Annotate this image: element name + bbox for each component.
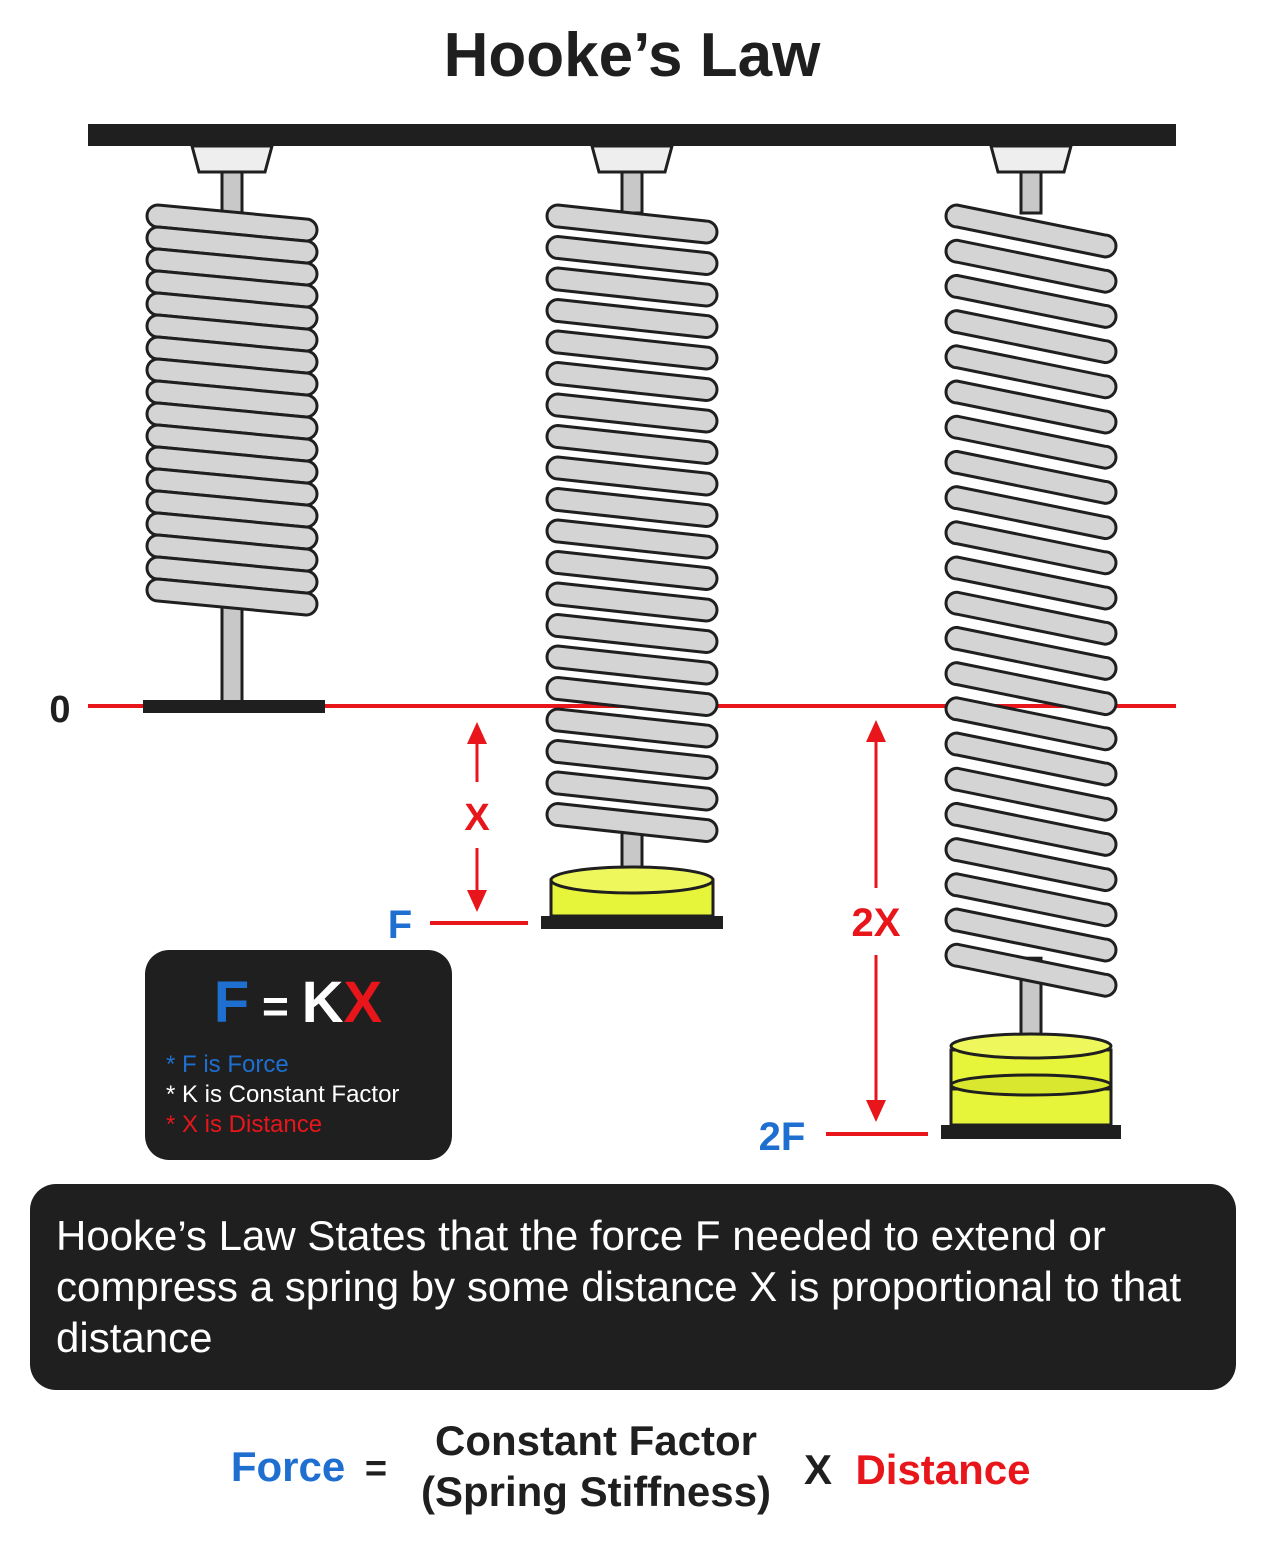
spring-load-2f-coil [944,872,1118,928]
base-plate-f [541,916,723,929]
spring-unloaded-hanger-cap [190,144,274,174]
arrow-2x [866,720,886,1122]
zero-label: 0 [49,689,70,731]
spring-load-2f-coil [944,344,1118,400]
spring-load-2f-coil [944,942,1118,998]
formula-box [145,950,452,1160]
spring-load-f-coil [545,423,719,466]
spring-load-2f-coil [944,590,1118,646]
spring-load-f-coil [545,455,719,497]
spring-load-f-coil [545,329,719,371]
formula-fkx: F = KX [214,970,383,1035]
legend-constant: * K is Constant Factor [166,1081,399,1108]
spring-load-2f-coil [944,520,1118,576]
spring-unloaded [145,144,319,706]
spring-load-2f-coil [944,273,1118,329]
bottom-distance: Distance [855,1446,1030,1493]
spring-load-f-coil [545,549,719,592]
weight-double [941,1032,1121,1139]
spring-load-2f-coil [944,309,1118,365]
bottom-force: Force [231,1443,345,1490]
spring-load-2f-coil [944,907,1118,963]
spring-load-f-coil [545,360,719,403]
spring-load-f-coil [545,675,719,718]
spring-load-2f-coil [944,485,1118,541]
spring-load-f-coil [545,770,719,812]
spring-load-f-coil [545,203,719,245]
spring-load-f-coil [545,486,719,529]
formula-eq: = [249,980,301,1032]
spring-load-2f-coil [944,766,1118,822]
legend-force: * F is Force [166,1051,289,1078]
bottom-const-line1: Constant Factor [435,1417,757,1464]
base-plate-zero [143,700,325,713]
label-2f: 2F [759,1115,806,1159]
spring-unloaded-coil [145,577,319,617]
spring-load-f-top-rod [620,170,644,215]
weight-single [541,865,723,929]
spring-load-2f-coil [944,414,1118,470]
spring-load-2f-coil [944,837,1118,893]
bottom-const-line2: (Spring Stiffness) [421,1468,771,1515]
spring-load-f-coil [545,644,719,686]
arrow-x [467,722,487,912]
spring-load-2f-top-rod [1019,170,1043,215]
ceiling-bar [88,124,1176,146]
spring-load-f-coil [545,581,719,623]
formula-k: K [302,970,344,1035]
spring-load-f-coil [545,518,719,560]
statement-box: Hooke’s Law States that the force F need… [30,1184,1236,1390]
spring-load-2f-coil [944,238,1118,294]
spring-load-2f-coil [944,661,1118,717]
spring-load-f-coil [545,297,719,340]
spring-load-2f-coil [944,731,1118,787]
spring-load-2f-coil [944,801,1118,857]
base-plate-2f [941,1125,1121,1139]
bottom-times: X [804,1446,832,1493]
legend-distance: * X is Distance [166,1111,322,1138]
formula-f: F [214,970,249,1035]
spring-load-2f-coil [944,379,1118,435]
spring-load-f-coil [545,738,719,781]
spring-load-2f-coil [944,625,1118,681]
spring-load-2f-hanger-cap [989,144,1073,174]
bottom-equals: = [365,1448,387,1490]
statement-text: Hooke’s Law States that the force F need… [56,1212,1182,1361]
spring-load-f-coil [545,801,719,844]
spring-load-2f-coil [944,203,1118,259]
title: Hooke’s Law [444,21,821,90]
spring-load-f-hanger-cap [590,144,674,174]
spring-load-2f-coil [944,696,1118,752]
spring-unloaded-top-rod [220,170,244,215]
label-x: X [464,797,490,839]
label-f: F [388,903,412,947]
label-2x: 2X [852,901,901,945]
spring-load-f [545,144,719,882]
spring-load-f-coil [545,234,719,277]
spring-load-2f-coil [944,555,1118,611]
spring-load-f-coil [545,392,719,434]
spring-load-2f-coil [944,449,1118,505]
spring-load-f-coil [545,266,719,308]
spring-load-f-coil [545,707,719,749]
spring-load-f-coil [545,612,719,655]
spring-load-2f [944,144,1118,1048]
formula-x: X [344,970,383,1035]
